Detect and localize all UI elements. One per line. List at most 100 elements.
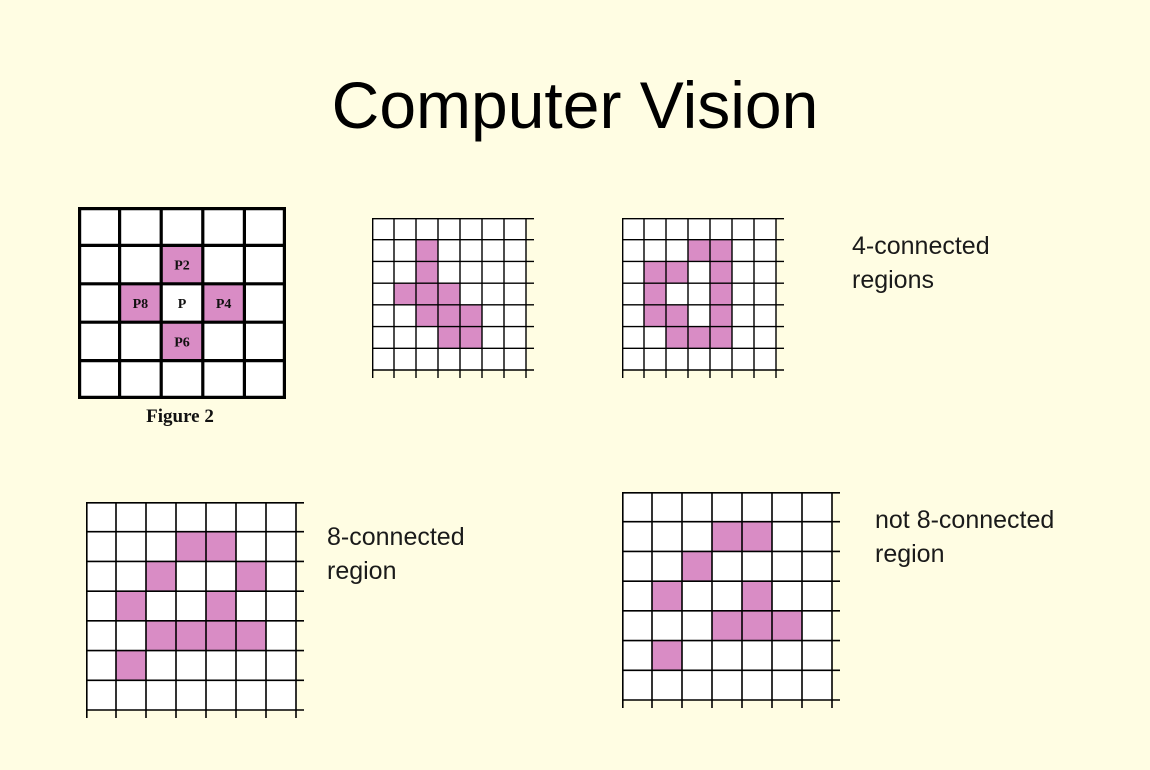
- pixel: [438, 218, 460, 240]
- pixel: [266, 620, 296, 651]
- filled-pixel: [710, 304, 732, 327]
- pixel: [802, 492, 832, 522]
- pixel: [802, 521, 832, 552]
- filled-pixel: [176, 620, 206, 651]
- pixel: [482, 239, 504, 262]
- filled-pixel: [206, 591, 236, 621]
- filled-pixel: [206, 620, 236, 651]
- pixel: [504, 239, 526, 262]
- pixel: [622, 239, 644, 262]
- pixel: [146, 680, 176, 710]
- filled-pixel: [438, 304, 460, 327]
- filled-pixel: [666, 304, 688, 327]
- pixel: [482, 304, 504, 327]
- filled-pixel: [460, 326, 482, 349]
- filled-pixel: [438, 326, 460, 349]
- cell: [244, 207, 286, 246]
- pixel: [176, 502, 206, 532]
- four-connected-grid-b: [622, 218, 784, 378]
- pixel: [754, 239, 776, 262]
- pixel: [116, 620, 146, 651]
- pixel: [754, 304, 776, 327]
- four-connected-caption-line2: regions: [852, 266, 934, 294]
- filled-pixel: [206, 531, 236, 562]
- filled-pixel: [742, 581, 772, 611]
- pixel: [394, 218, 416, 240]
- pixel: [206, 680, 236, 710]
- pixel: [666, 239, 688, 262]
- cell: [78, 207, 120, 246]
- pixel: [688, 283, 710, 305]
- pixel: [802, 551, 832, 582]
- pixel: [482, 326, 504, 349]
- four-connected-caption: 4-connected regions: [852, 229, 990, 297]
- pixel: [644, 326, 666, 349]
- filled-pixel: [710, 326, 732, 349]
- filled-pixel: [644, 304, 666, 327]
- pixel: [236, 680, 266, 710]
- filled-pixel: [416, 283, 438, 305]
- pixel: [176, 591, 206, 621]
- filled-pixel: [236, 620, 266, 651]
- filled-pixel: [652, 581, 682, 611]
- slide-title: Computer Vision: [331, 68, 819, 142]
- filled-pixel: [688, 239, 710, 262]
- pixel: [394, 326, 416, 349]
- pixel: [394, 348, 416, 370]
- pixel: [438, 239, 460, 262]
- pixel: [652, 551, 682, 582]
- pixel: [394, 261, 416, 284]
- pixel: [146, 650, 176, 681]
- pixel: [86, 620, 116, 651]
- pixel: [666, 283, 688, 305]
- pixel: [460, 239, 482, 262]
- filled-pixel: [146, 620, 176, 651]
- pixel: [622, 304, 644, 327]
- pixel: [644, 218, 666, 240]
- pixel: [146, 591, 176, 621]
- pixel: [504, 261, 526, 284]
- filled-pixel: [710, 283, 732, 305]
- cell: [78, 360, 120, 399]
- pixel: [86, 650, 116, 681]
- neighbor-cell: [161, 322, 203, 361]
- pixel: [732, 239, 754, 262]
- pixel: [732, 326, 754, 349]
- pixel: [682, 492, 712, 522]
- cell: [244, 283, 286, 323]
- pixel: [372, 261, 394, 284]
- pixel: [754, 283, 776, 305]
- not-eight-connected-caption: not 8-connected region: [875, 503, 1054, 571]
- filled-pixel: [644, 261, 666, 284]
- pixel: [742, 492, 772, 522]
- pixel: [266, 591, 296, 621]
- pixel: [622, 581, 652, 611]
- pixel: [86, 502, 116, 532]
- eight-connected-caption-line2: region: [327, 557, 397, 585]
- pixel: [372, 326, 394, 349]
- pixel: [772, 581, 802, 611]
- filled-pixel: [688, 326, 710, 349]
- pixel: [460, 283, 482, 305]
- pixel: [622, 492, 652, 522]
- cell: [202, 245, 245, 284]
- pixel: [438, 261, 460, 284]
- neighbor-cell: [161, 245, 203, 284]
- pixel: [666, 218, 688, 240]
- four-connected-grid-a: [372, 218, 534, 378]
- filled-pixel: [710, 261, 732, 284]
- pixel: [266, 502, 296, 532]
- pixel: [742, 670, 772, 700]
- pixel: [482, 348, 504, 370]
- pixel: [682, 521, 712, 552]
- pixel: [652, 492, 682, 522]
- pixel: [754, 261, 776, 284]
- cell: [119, 360, 162, 399]
- pixel: [802, 640, 832, 671]
- pixel: [754, 326, 776, 349]
- not-eight-connected-grid: [622, 492, 840, 708]
- filled-pixel: [682, 551, 712, 582]
- filled-pixel: [438, 283, 460, 305]
- pixel: [416, 218, 438, 240]
